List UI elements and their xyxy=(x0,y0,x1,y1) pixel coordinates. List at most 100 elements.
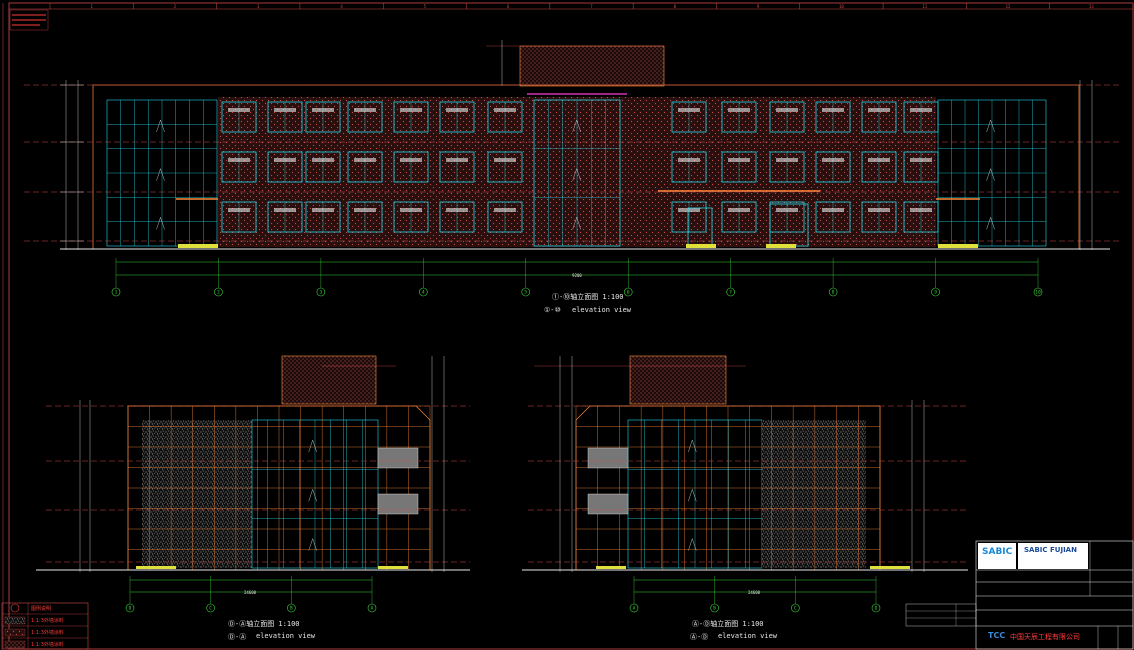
window-swing-mark xyxy=(572,168,581,181)
window-tag xyxy=(312,158,334,162)
window-tag xyxy=(776,208,798,212)
front-caption-en: elevation view xyxy=(572,306,632,314)
front-left-dims xyxy=(60,80,1093,250)
axis-label: 7 xyxy=(729,290,732,296)
grid-number: 9 xyxy=(757,4,760,9)
left-side-caption-en: elevation view xyxy=(256,632,316,640)
window-tag xyxy=(678,108,700,112)
right-side-roof-penthouse xyxy=(629,355,727,405)
axis-bubble xyxy=(316,287,326,297)
window-tag xyxy=(678,158,700,162)
svg-text:24600: 24600 xyxy=(748,590,761,595)
window-tag xyxy=(400,208,422,212)
window-tag xyxy=(728,108,750,112)
right-side-caption-en-prefix: Ⓐ-Ⓓ xyxy=(690,633,709,641)
axis-label: 4 xyxy=(422,290,425,296)
axis-bubble xyxy=(623,287,633,297)
left-side-curtain-grid xyxy=(252,420,378,568)
front-windows xyxy=(221,101,939,247)
window-tag xyxy=(354,158,376,162)
grid-number: 11 xyxy=(922,4,927,9)
axis-label: 10 xyxy=(1035,290,1041,296)
grid-number: 10 xyxy=(839,4,844,9)
window-swing-mark xyxy=(156,216,165,230)
window-tag xyxy=(354,108,376,112)
window-tag xyxy=(822,208,844,212)
axis-bubble xyxy=(791,603,800,613)
roof-penthouse xyxy=(519,45,665,87)
title-block xyxy=(905,540,1134,650)
axis-label: D xyxy=(129,606,132,612)
left-side-caption-cn: Ⓓ-Ⓐ轴立面图 1:100 xyxy=(228,620,300,628)
axis-label: 2 xyxy=(217,290,220,296)
window-swing-mark xyxy=(986,119,995,133)
axis-bubble xyxy=(629,603,639,613)
right-side-curtain-grid xyxy=(628,420,762,568)
client-logo-sub: FUJIAN xyxy=(1050,546,1077,554)
window-tag xyxy=(312,108,334,112)
center-glass-grid xyxy=(534,100,620,246)
window-tag xyxy=(400,158,422,162)
axis-bubble xyxy=(726,287,735,297)
grid-number: 12 xyxy=(1006,4,1011,9)
axis-bubble xyxy=(206,603,215,613)
axis-bubble xyxy=(871,603,881,613)
legend-item: 1:1:3外墙涂料 xyxy=(31,630,64,636)
axis-label: C xyxy=(209,606,212,612)
grid-number: 1 xyxy=(90,4,93,9)
grid-number: 8 xyxy=(674,4,677,9)
axis-label: A xyxy=(371,606,374,612)
window-swing-mark xyxy=(156,119,165,133)
axis-bubble xyxy=(214,287,223,297)
axis-label: C xyxy=(794,606,797,612)
window-swing-mark xyxy=(688,439,697,453)
grid-number: 6 xyxy=(507,4,510,9)
window-tag xyxy=(354,208,376,212)
window-tag xyxy=(400,108,422,112)
axis-bubble xyxy=(521,287,531,297)
company-logo: TCC xyxy=(988,631,1006,640)
window-tag xyxy=(228,108,250,112)
window-tag xyxy=(776,158,798,162)
window-swing-mark xyxy=(572,216,581,230)
left-side-stair xyxy=(377,447,419,469)
window-tag xyxy=(312,208,334,212)
window-swing-mark xyxy=(688,538,697,551)
front-caption-cn: ①-⑩轴立面图 1:100 xyxy=(552,293,624,301)
window-tag xyxy=(228,158,250,162)
axis-label: D xyxy=(875,606,878,612)
right-side-stair-2 xyxy=(587,493,629,515)
left-side-orange-grid xyxy=(127,405,431,571)
window-tag xyxy=(274,108,296,112)
axis-bubble xyxy=(931,287,940,297)
grid-number: 13 xyxy=(1089,4,1094,9)
axis-bubble xyxy=(828,287,838,297)
right-curtain-grid xyxy=(938,100,1046,246)
legend-title: 图例说明 xyxy=(31,606,52,612)
right-side-caption-en: elevation view xyxy=(718,632,778,640)
window-swing-mark xyxy=(156,168,165,181)
left-margin-stamp xyxy=(9,9,49,31)
axis-label: 5 xyxy=(524,290,527,296)
window-swing-mark xyxy=(572,119,581,133)
axis-bubble xyxy=(111,287,121,297)
front-level-lines xyxy=(24,84,1120,242)
client-logo-box xyxy=(978,543,1016,569)
grid-number: 3 xyxy=(257,4,260,9)
window-tag xyxy=(228,208,250,212)
axis-bubble xyxy=(419,287,428,297)
axis-label: 8 xyxy=(832,290,835,296)
window-tag xyxy=(868,108,890,112)
sheet-frame xyxy=(8,2,1134,650)
window-tag xyxy=(776,108,798,112)
axis-label: 9 xyxy=(934,290,937,296)
axis-bubble xyxy=(367,603,377,613)
window-tag xyxy=(678,208,700,212)
window-tag xyxy=(274,208,296,212)
